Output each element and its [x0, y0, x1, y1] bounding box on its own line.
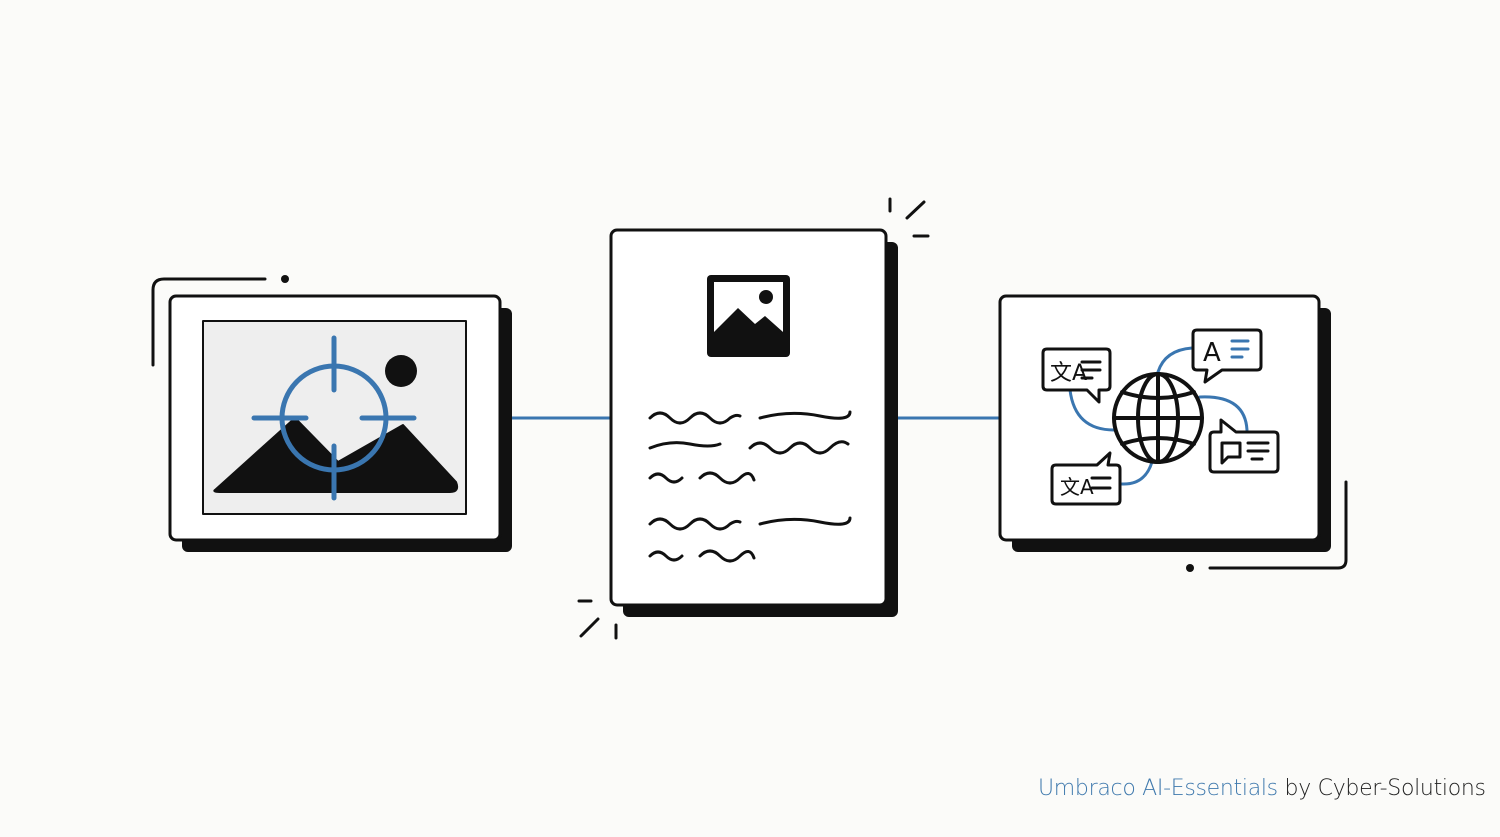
author-credit: by Cyber-Solutions — [1277, 776, 1486, 801]
image-focus-panel — [151, 275, 512, 552]
translation-panel — [998, 294, 1348, 572]
mountain-icon — [213, 417, 459, 493]
globe-icon — [1112, 372, 1204, 464]
speech-bubble-icon — [1050, 451, 1122, 506]
speech-bubble-icon — [1191, 328, 1263, 384]
image-icon — [707, 275, 790, 357]
crosshair-icon — [251, 335, 417, 501]
text-lines — [648, 410, 852, 563]
translate-glyph: 文A — [1050, 361, 1087, 386]
sun-icon — [385, 355, 417, 387]
translate-glyph: 文A — [1060, 475, 1094, 499]
letter-glyph: A — [1203, 338, 1221, 368]
document-panel — [577, 197, 930, 640]
footer-credit: Umbraco AI-Essentials by Cyber-Solutions — [1038, 776, 1486, 801]
brand-name: Umbraco AI-Essentials — [1038, 776, 1278, 801]
